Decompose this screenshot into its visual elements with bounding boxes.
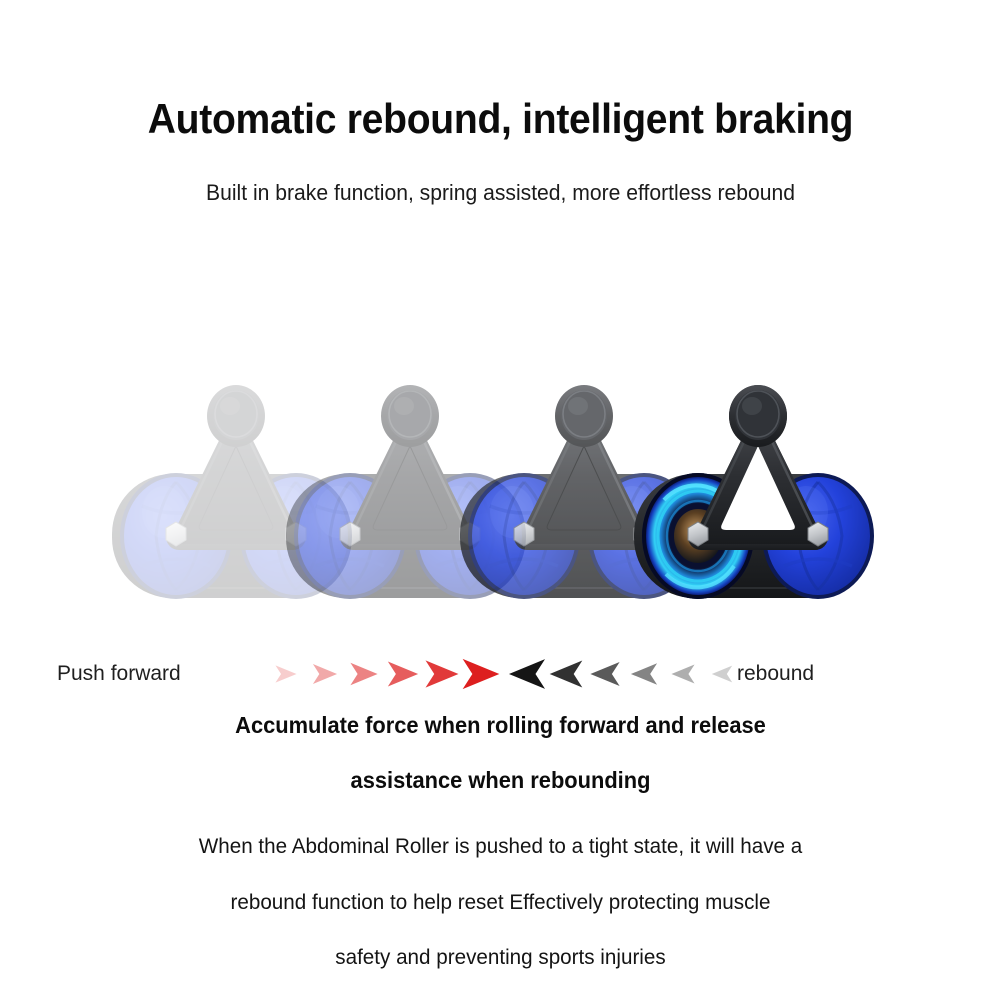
forward-arrow-icon-4: [383, 654, 422, 694]
bottom-copy-block: Accumulate force when rolling forward an…: [0, 714, 1001, 969]
forward-arrow-icon-6: [461, 654, 500, 694]
rebound-arrow-icon-6: [702, 654, 741, 694]
page-subtitle: Built in brake function, spring assisted…: [206, 180, 795, 206]
forward-arrow-icon-5: [422, 654, 461, 694]
rebound-label: rebound: [737, 662, 815, 685]
rebound-arrow-icon-5: [663, 654, 702, 694]
page-title: Automatic rebound, intelligent braking: [147, 95, 854, 142]
forward-arrow-icon-1: [266, 654, 305, 694]
rebound-arrow-icon-3: [585, 654, 624, 694]
ab-roller-sequence-graphic: [110, 383, 876, 601]
description-line-2: rebound function to help reset Effective…: [230, 889, 771, 914]
forward-arrow-icon-2: [305, 654, 344, 694]
header-block: Automatic rebound, intelligent braking B…: [0, 95, 1001, 207]
rebound-arrow-icon-4: [624, 654, 663, 694]
description-line-1: When the Abdominal Roller is pushed to a…: [198, 834, 803, 858]
rebound-arrow-icon-1: [507, 654, 546, 694]
forward-arrow-row: [266, 646, 500, 702]
forward-arrow-icon-3: [344, 654, 383, 694]
emphasis-line-2: assistance when rebounding: [350, 767, 651, 793]
product-illustration: [0, 382, 1001, 627]
description-paragraph: When the Abdominal Roller is pushed to a…: [0, 834, 1001, 969]
description-line-3: safety and preventing sports injuries: [335, 945, 666, 969]
direction-arrow-band: Push forward rebound: [0, 646, 1001, 702]
push-forward-label: Push forward: [57, 662, 181, 685]
rebound-arrow-icon-2: [546, 654, 585, 694]
roller-solid: [632, 383, 876, 601]
emphasis-line-1: Accumulate force when rolling forward an…: [235, 712, 766, 738]
rebound-arrow-row: [507, 646, 741, 702]
